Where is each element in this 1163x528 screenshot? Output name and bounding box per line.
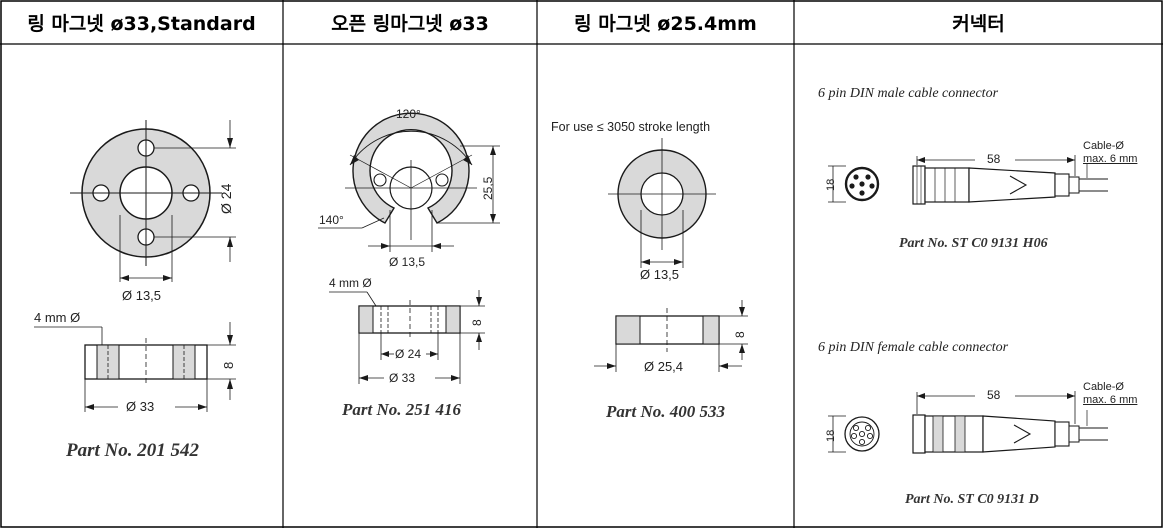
- connector-male-part-number: Part No. ST C0 9131 H06: [899, 236, 1048, 251]
- header-ring-magnet-25: 링 마그넷 ø25.4mm: [574, 12, 757, 35]
- open-ring-angle-140-label: 140°: [319, 213, 344, 227]
- open-ring-angle-120-label: 120°: [396, 107, 421, 121]
- ring-25-dia-13-5-label: Ø 13,5: [640, 267, 680, 282]
- header-open-ring-magnet: 오픈 링마그넷 ø33: [331, 12, 489, 35]
- connector-male-title: 6 pin DIN male cable connector: [818, 86, 999, 101]
- header-connector: 커넥터: [952, 12, 1005, 35]
- connector-male-length-label: 58: [987, 152, 1001, 166]
- ring-25-part-number: Part No. 400 533: [606, 402, 725, 421]
- ring-25-dia-25-4-label: Ø 25,4: [644, 359, 684, 374]
- ring-25-usage-note: For use ≤ 3050 stroke length: [551, 120, 711, 134]
- connector-female-cable-max: max. 6 mm: [1083, 394, 1138, 406]
- connector-female-cable-label: Cable-Ø: [1083, 381, 1124, 393]
- open-ring-dia-13-5-label: Ø 13,5: [389, 255, 426, 269]
- connector-female-length-label: 58: [987, 388, 1001, 402]
- open-ring-dia-24-label: Ø 24: [395, 347, 422, 361]
- header-ring-magnet-standard: 링 마그넷 ø33,Standard: [27, 12, 256, 35]
- open-ring-hole-label: 4 mm Ø: [329, 276, 372, 290]
- ring-standard-dia-33-label: Ø 33: [126, 399, 155, 414]
- connector-female-title: 6 pin DIN female cable connector: [818, 340, 1009, 355]
- open-ring-dia-33-label: Ø 33: [389, 371, 416, 385]
- connector-male-cable-max: max. 6 mm: [1083, 153, 1138, 165]
- connector-male-cable-label: Cable-Ø: [1083, 140, 1124, 152]
- connector-female-dia-label: 18: [825, 429, 837, 442]
- ring-standard-dia-13-5-label: Ø 13,5: [122, 288, 162, 303]
- ring-standard-hole-label: 4 mm Ø: [34, 310, 81, 325]
- open-ring-part-number: Part No. 251 416: [342, 400, 461, 419]
- connector-male-dia-label: 18: [825, 178, 837, 191]
- connector-female-part-number: Part No. ST C0 9131 D: [905, 492, 1039, 507]
- ring-standard-part-number: Part No. 201 542: [66, 440, 199, 461]
